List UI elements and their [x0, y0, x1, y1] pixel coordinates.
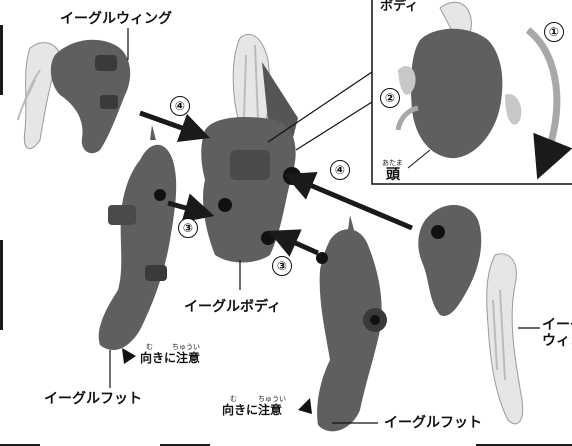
arrow-leftfoot-to-body: [167, 193, 215, 223]
edge-mark-left-top: [0, 25, 3, 95]
step-3-badge-left: ③: [178, 218, 198, 238]
eagle-body-part: [201, 34, 301, 263]
label-inset-head: 頭: [386, 167, 400, 183]
note-right-ruby-chuui: ちゅうい: [258, 395, 286, 403]
arrow-wing-to-body: [139, 110, 211, 143]
inset-pointer-line-2: [267, 71, 373, 143]
label-inset-body: ボディ: [380, 0, 419, 14]
edge-mark-bottom-right: [476, 444, 572, 446]
edge-mark-bottom-left: [0, 444, 40, 446]
eagle-wing-right-part: [418, 204, 524, 425]
step-3-badge-right: ③: [272, 256, 292, 276]
step-2-badge: ②: [380, 88, 400, 108]
eagle-foot-right-part: [316, 215, 387, 432]
label-eagle-wing-right-line1: イーグ: [542, 317, 572, 333]
note-left-ruby-mu: む: [146, 343, 153, 351]
eagle-foot-left-part: [98, 125, 177, 350]
note-left-orientation: 向きに注意: [140, 351, 201, 365]
label-eagle-foot-left: イーグルフット: [44, 391, 142, 407]
arrow-rightwing-to-body: [284, 171, 413, 231]
label-eagle-wing-right-line2: ウィン: [542, 333, 572, 349]
inset-pointer-line-1: [295, 101, 373, 151]
warning-triangle-right-icon: [298, 398, 312, 414]
step-4-badge-top: ④: [170, 96, 190, 116]
label-eagle-wing-top: イーグルウィング: [60, 11, 172, 27]
note-left-ruby-chuui: ちゅうい: [172, 343, 200, 351]
label-eagle-foot-right: イーグルフット: [384, 415, 482, 431]
note-right-orientation: 向きに注意: [222, 403, 283, 417]
label-eagle-body: イーグルボディ: [184, 299, 282, 315]
note-right-ruby-mu: む: [230, 395, 237, 403]
edge-mark-left-mid: [0, 240, 3, 330]
step-4-badge-right: ④: [330, 160, 350, 180]
arrow-rightfoot-to-body: [268, 229, 320, 257]
eagle-wing-top-part: [17, 39, 131, 154]
edge-mark-bottom-mid: [160, 444, 210, 446]
step-1-badge: ①: [544, 22, 564, 42]
label-inset-head-ruby: あたま: [382, 159, 403, 167]
inset-detail-box: [371, 0, 572, 185]
warning-triangle-left-icon: [122, 348, 136, 364]
